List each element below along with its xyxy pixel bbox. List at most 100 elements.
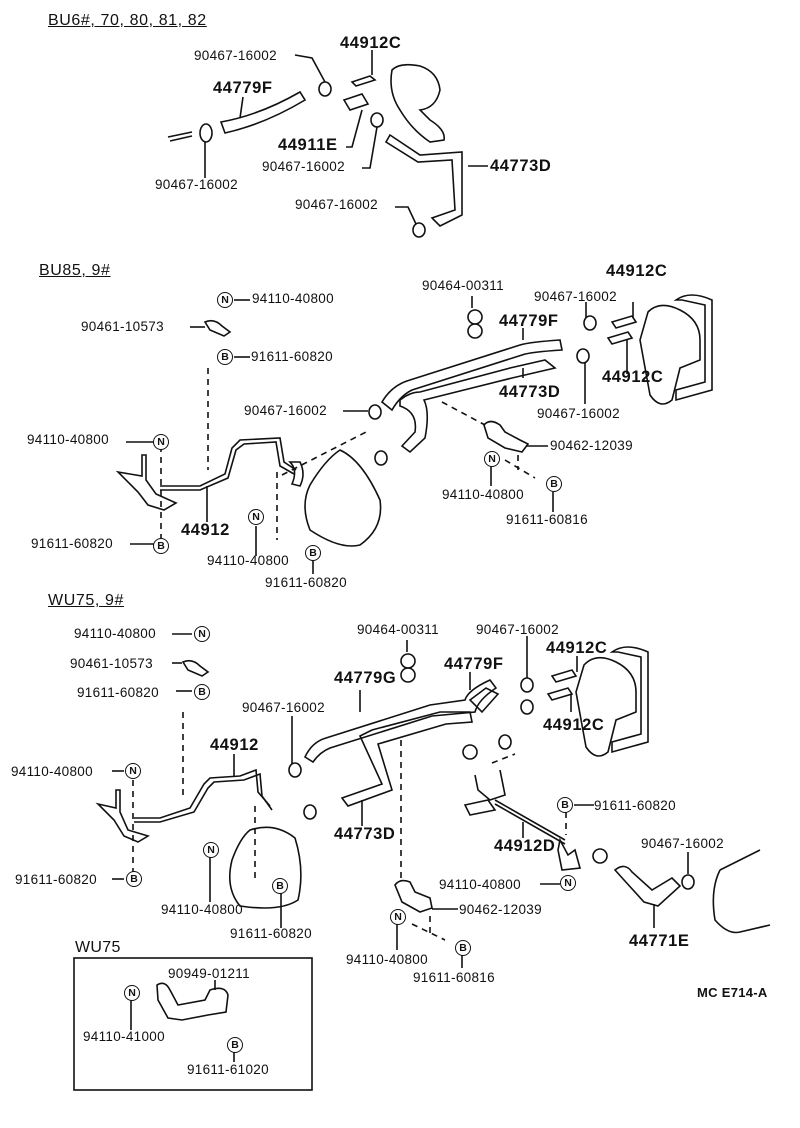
part-label[interactable]: 90464-00311 [357,622,439,637]
hose-44779g [303,679,498,764]
part-label[interactable]: 44779F [213,79,273,97]
valve-fitting [550,669,578,683]
part-label[interactable]: 90467-16002 [534,289,617,304]
nut-marker: N [390,909,406,925]
bolt-marker: B [272,878,288,894]
part-label[interactable]: 94110-40800 [74,626,156,641]
part-label[interactable]: 91611-60816 [413,970,495,985]
part-label[interactable]: 90462-12039 [459,902,542,917]
pipe-44912d [474,769,506,801]
hose-clamp [288,762,302,778]
part-label[interactable]: 90467-16002 [295,197,378,212]
part-label[interactable]: 90467-16002 [194,48,277,63]
hose-44773d [399,359,557,454]
part-label[interactable]: 44773D [490,157,552,175]
nut-marker: N [217,292,233,308]
inset-box [73,957,313,1091]
part-label[interactable]: 44912 [181,521,230,539]
hose-clamp [583,315,597,331]
part-label[interactable]: 94110-40800 [346,952,428,967]
vsv-valve-body [639,304,701,405]
part-label[interactable]: 90467-16002 [262,159,345,174]
hose-clamp [318,81,332,97]
part-label[interactable]: 44912C [340,34,402,52]
hose-clamp [681,874,695,890]
part-label[interactable]: 90462-12039 [550,438,633,453]
part-label[interactable]: 44911E [278,136,338,154]
bracket-90949 [156,982,229,1021]
pipe-bracket [115,454,178,511]
part-label[interactable]: 44912C [543,716,605,734]
part-label[interactable]: 44779F [499,312,559,330]
hose-clamp [520,677,534,693]
part-label[interactable]: 44912C [606,262,668,280]
section-title-wu75-9: WU75, 9# [48,592,124,609]
pipe-bracket [95,789,150,843]
hose-44773d [340,711,473,807]
hose-clamp [412,222,426,238]
part-label[interactable]: 91611-60820 [265,575,347,590]
part-label[interactable]: 91611-60820 [594,798,676,813]
hose-44779f [219,90,307,134]
nut-marker: N [560,875,576,891]
bolt-marker: B [153,538,169,554]
part-label[interactable]: 44771E [629,932,690,950]
part-label[interactable]: 91611-60820 [31,536,113,551]
part-label[interactable]: 44773D [499,383,561,401]
part-label[interactable]: 90467-16002 [244,403,327,418]
part-label[interactable]: 91611-60820 [251,349,333,364]
part-label[interactable]: 91611-61020 [187,1062,269,1077]
part-label[interactable]: 90467-16002 [242,700,325,715]
bolt-marker: B [227,1037,243,1053]
valve-fitting [350,75,377,87]
nut-marker: N [194,626,210,642]
part-label[interactable]: 44912D [494,837,556,855]
hose-clamp [199,123,213,143]
part-label[interactable]: 94110-40800 [252,291,334,306]
nut-marker: N [484,451,500,467]
hose-44779f [468,687,500,714]
part-label[interactable]: 94110-40800 [161,902,243,917]
part-label[interactable]: 94110-40800 [27,432,109,447]
part-label[interactable]: 44912 [210,736,259,754]
part-label[interactable]: 94110-40800 [442,487,524,502]
part-label[interactable]: 44773D [334,825,396,843]
hose-clamp [576,348,590,364]
elbow-44911e [342,93,370,111]
middle-section-drawing [115,294,713,574]
nut-marker: N [124,985,140,1001]
part-label[interactable]: 90467-16002 [155,177,238,192]
vsv-valve-body [575,656,637,757]
part-label[interactable]: 90461-10573 [81,319,164,334]
tank-outline [712,849,771,934]
part-label[interactable]: 44912C [602,368,664,386]
part-label[interactable]: 90467-16002 [476,622,559,637]
part-label[interactable]: 90467-16002 [537,406,620,421]
part-label[interactable]: 94110-41000 [83,1029,165,1044]
part-label[interactable]: 90949-01211 [168,966,250,981]
figure-code: MC E714-A [697,985,768,1000]
part-label[interactable]: 94110-40800 [439,877,521,892]
hose-44779f [380,339,563,412]
part-label[interactable]: 91611-60820 [230,926,312,941]
part-label[interactable]: 90467-16002 [641,836,724,851]
part-label[interactable]: 91611-60820 [15,872,97,887]
part-label[interactable]: 94110-40800 [11,764,93,779]
section-title-bu6: BU6#, 70, 80, 81, 82 [48,12,207,29]
part-label[interactable]: 91611-60816 [506,512,588,527]
part-label[interactable]: 44779G [334,669,397,687]
hose-clamp [592,848,608,864]
hose-clamp [368,404,382,420]
bolt-marker: B [126,871,142,887]
part-label[interactable]: 90464-00311 [422,278,504,293]
part-label[interactable]: 94110-40800 [207,553,289,568]
part-label[interactable]: 44912C [546,639,608,657]
part-label[interactable]: 44779F [444,655,504,673]
hose-44771e [613,865,682,907]
bolt-marker: B [194,684,210,700]
section-title-bu85: BU85, 9# [39,262,111,279]
part-label[interactable]: 90461-10573 [70,656,153,671]
part-label[interactable]: 91611-60820 [77,685,159,700]
bolt-marker: B [305,545,321,561]
